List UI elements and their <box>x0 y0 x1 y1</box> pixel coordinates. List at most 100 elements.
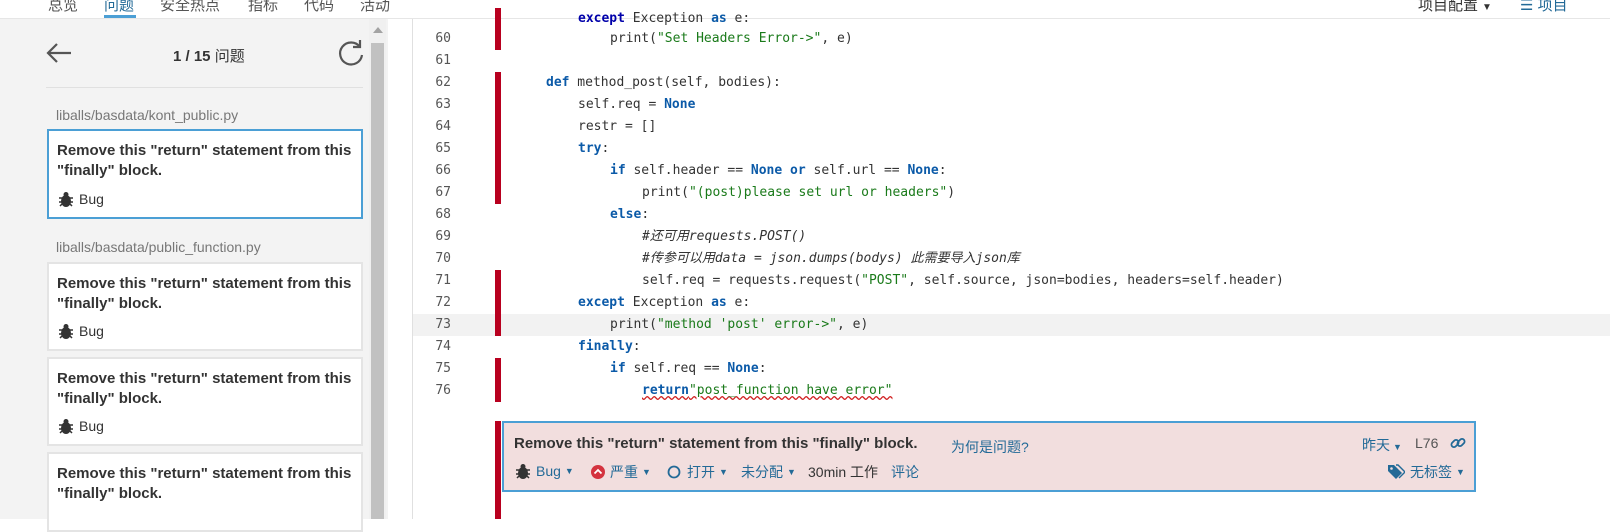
issue-title: Remove this "return" statement from this… <box>514 435 918 452</box>
issue-severity-menu[interactable]: 严重▼ <box>591 462 651 482</box>
project-settings-menu[interactable]: 项目配置▼ <box>1418 0 1492 15</box>
issue-effort: 30min 工作 <box>808 464 879 480</box>
issue-counter-label: 问题 <box>214 48 245 65</box>
issue-type-menu[interactable]: Bug▼ <box>514 462 574 480</box>
chevron-down-icon: ▼ <box>564 466 574 476</box>
issue-type-label: Bug <box>79 323 104 339</box>
permalink-icon[interactable] <box>1450 435 1466 451</box>
line-number[interactable]: 60 <box>435 31 451 46</box>
issue-marker <box>495 72 501 94</box>
chevron-down-icon: ▼ <box>1456 467 1465 477</box>
issue-severity-label: 严重 <box>610 464 638 480</box>
chevron-down-icon: ▼ <box>1393 442 1402 452</box>
project-settings-label: 项目配置 <box>1418 0 1479 14</box>
gutter-border <box>412 19 413 519</box>
line-number[interactable]: 65 <box>435 141 451 156</box>
line-number[interactable]: 64 <box>435 119 451 134</box>
top-nav: 总览 问题 安全热点 指标 代码 活动 项目配置▼ ☰ 项目 <box>0 0 1610 19</box>
issue-marker <box>495 116 501 138</box>
line-number[interactable]: 61 <box>435 53 451 68</box>
code-line: 61 <box>413 50 1610 72</box>
tab-measures[interactable]: 指标 <box>248 0 279 14</box>
line-number[interactable]: 62 <box>435 75 451 90</box>
line-number[interactable]: 73 <box>435 317 451 332</box>
line-number[interactable]: 70 <box>435 251 451 266</box>
bug-icon <box>59 324 73 339</box>
code-comment: #传参可以用data = json.dumps(bodys) 此需要导入json… <box>642 251 1020 266</box>
chevron-down-icon: ▼ <box>719 467 728 477</box>
line-number[interactable]: 63 <box>435 97 451 112</box>
code-line: except Exception as e: <box>413 8 1610 30</box>
scroll-up-arrow-icon[interactable] <box>373 27 383 33</box>
issue-card[interactable]: Remove this "return" statement from this… <box>47 357 363 446</box>
line-number[interactable]: 66 <box>435 163 451 178</box>
issue-marker <box>495 8 501 30</box>
issue-message: Remove this "return" statement from this… <box>57 275 352 312</box>
tab-security-hotspots[interactable]: 安全热点 <box>160 0 221 14</box>
issue-card[interactable]: Remove this "return" statement from this… <box>47 262 363 351</box>
issue-type-label: Bug <box>79 418 104 434</box>
open-status-icon <box>667 465 681 479</box>
bug-icon <box>59 419 73 434</box>
issue-marker <box>495 160 501 182</box>
issue-marker <box>495 28 501 50</box>
issue-date-menu[interactable]: 昨天▼ <box>1362 435 1402 455</box>
refresh-icon[interactable] <box>336 38 366 68</box>
issue-detail-box[interactable]: Remove this "return" statement from this… <box>502 421 1476 492</box>
bug-icon <box>59 192 73 207</box>
back-arrow-icon[interactable] <box>44 38 74 68</box>
line-number[interactable]: 75 <box>435 361 451 376</box>
project-list-link[interactable]: ☰ 项目 <box>1520 0 1568 15</box>
issue-type: Bug <box>57 322 104 340</box>
comment-link[interactable]: 评论 <box>891 464 919 480</box>
issue-line: L76 <box>1415 435 1439 451</box>
issue-card[interactable]: Remove this "return" statement from this… <box>47 452 363 532</box>
tab-issues[interactable]: 问题 <box>104 0 135 14</box>
issue-counter-value: 1 / 15 <box>173 48 211 65</box>
issue-status-menu[interactable]: 打开 ▼ <box>667 462 728 482</box>
chevron-down-icon: ▼ <box>1482 2 1492 13</box>
active-tab-indicator <box>104 15 136 18</box>
issue-message: Remove this "return" statement from this… <box>57 465 352 502</box>
issue-counter: 1 / 15 问题 <box>173 45 245 66</box>
divider <box>46 87 363 88</box>
scrollbar-thumb[interactable] <box>371 43 384 519</box>
issue-status-label: 打开 <box>687 464 715 480</box>
issue-tags-menu[interactable]: 无标签▼ <box>1387 462 1465 482</box>
critical-severity-icon <box>591 465 605 479</box>
tab-activity[interactable]: 活动 <box>360 0 391 14</box>
code-line: 69#还可用requests.POST() <box>413 226 1610 248</box>
issue-type: Bug <box>57 417 104 435</box>
issue-assignee-menu[interactable]: 未分配▼ <box>741 462 796 482</box>
issue-marker <box>495 358 501 380</box>
tab-overview[interactable]: 总览 <box>48 0 79 14</box>
tab-code[interactable]: 代码 <box>304 0 335 14</box>
issue-marker <box>495 138 501 160</box>
line-number[interactable]: 74 <box>435 339 451 354</box>
line-number[interactable]: 69 <box>435 229 451 244</box>
line-number[interactable]: 76 <box>435 383 451 398</box>
sidebar-scrollbar[interactable] <box>369 19 386 519</box>
why-is-this-issue-link[interactable]: 为何是问题? <box>951 439 1029 455</box>
issue-marker <box>495 314 501 336</box>
line-number[interactable]: 71 <box>435 273 451 288</box>
code-line: 70 #传参可以用data = json.dumps(bodys) 此需要导入js… <box>413 248 1610 270</box>
issue-card-selected[interactable]: Remove this "return" statement from this… <box>47 129 363 219</box>
line-number[interactable]: 68 <box>435 207 451 222</box>
line-number[interactable]: 72 <box>435 295 451 310</box>
line-number[interactable]: 67 <box>435 185 451 200</box>
issue-date: 昨天 <box>1362 437 1390 453</box>
